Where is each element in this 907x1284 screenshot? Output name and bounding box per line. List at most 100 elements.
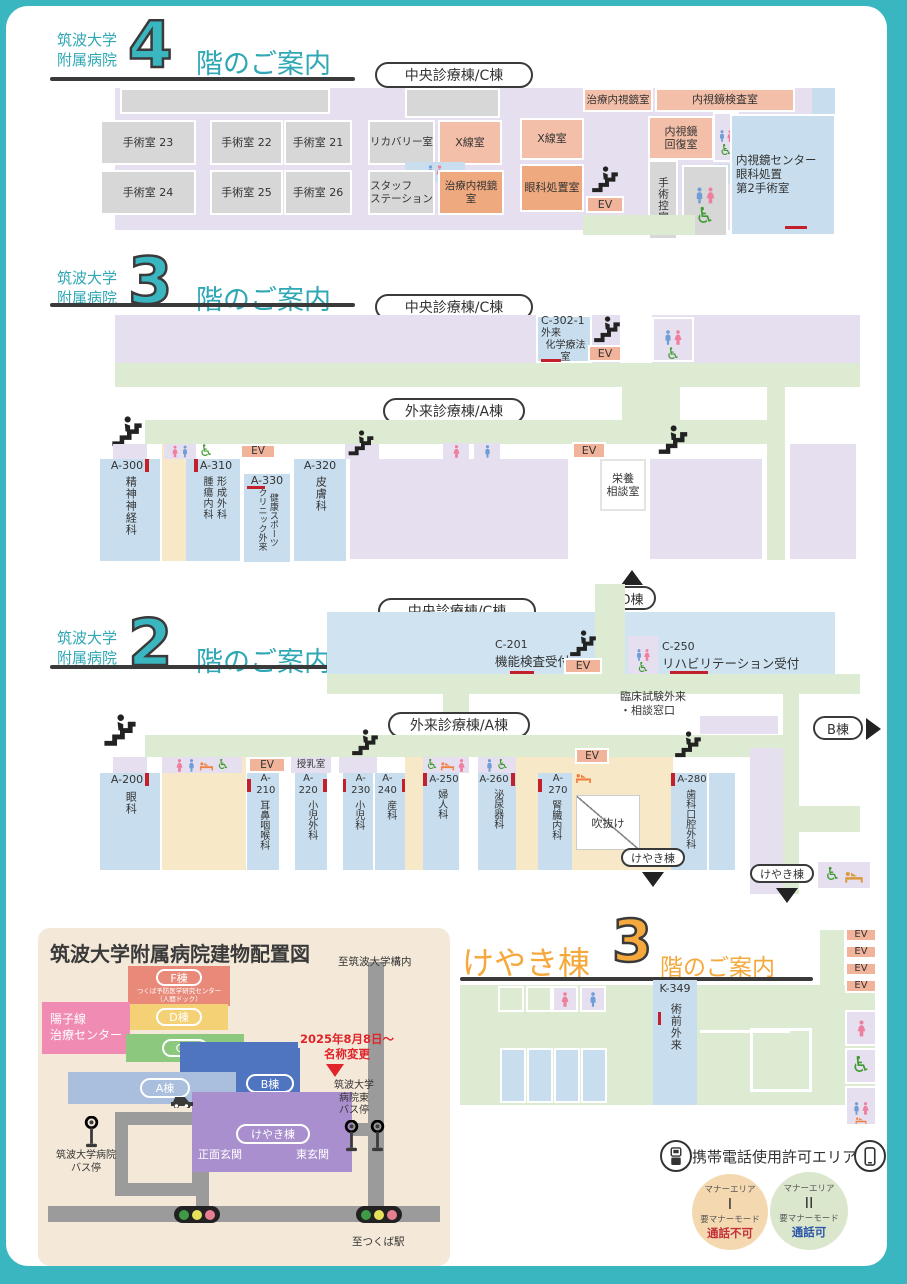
corridor-green-connector-f3 — [622, 387, 680, 420]
male-icon — [718, 130, 726, 142]
stairs-icon — [673, 731, 703, 759]
floor3-title-underline — [50, 303, 355, 307]
arrow-down-icon — [776, 888, 798, 903]
room-code-row: A-220 — [295, 773, 327, 797]
hospital-name-f3: 筑波大学 附属病院 — [57, 269, 118, 308]
corridor-beige-f3 — [162, 444, 186, 561]
corridor-green-f4 — [583, 215, 695, 235]
elevator-k3-4: EV — [845, 979, 877, 993]
room-block — [700, 716, 778, 734]
room-code: C-201 — [495, 638, 528, 651]
building-label-d: D棟 — [156, 1008, 202, 1026]
traffic-light-icon — [356, 1206, 402, 1223]
rename-date: 2025年8月8日～ — [300, 1032, 395, 1046]
room-endoscopy-center: 内視鏡センター 眼科処置 第2手術室 — [730, 114, 836, 236]
room-code-row: A-310 — [193, 459, 232, 473]
room-name: 産科 — [384, 800, 396, 820]
room-xray-2: X線室 — [520, 118, 584, 160]
female-icon — [643, 649, 651, 661]
room-treat-endoscopy-top: 治療内視鏡室 — [583, 88, 653, 112]
keyaki3-number: 3 — [611, 907, 654, 975]
floor2-title-suffix: 階のご案内 — [196, 647, 331, 678]
elevator-f3-a: EV — [240, 444, 276, 459]
room-name: 術前外来 — [669, 1003, 683, 1052]
room-code: A-210 — [256, 773, 276, 796]
manner-area-2: マナーエリア II 要マナーモード 通話可 — [770, 1172, 848, 1250]
manner-area-label: マナーエリア — [783, 1184, 835, 1194]
room-block — [405, 88, 500, 118]
female-icon — [175, 759, 184, 772]
restroom-icons — [852, 1088, 870, 1115]
bus-stop-icon — [370, 1120, 385, 1152]
keyaki3-title-underline — [460, 977, 813, 981]
floor4-title-suffix: 階のご案内 — [196, 49, 331, 80]
clinical-trial-label: 臨床試験外来 ・相談窓口 — [620, 690, 686, 717]
hospital-name-f4: 筑波大学 附属病院 — [57, 31, 118, 70]
room-name-col: 腫瘍内科 — [201, 476, 212, 521]
corridor-green-right-f2 — [783, 694, 799, 894]
room-code-row: A-260 — [479, 773, 515, 786]
corridor-beige-f2 — [162, 757, 246, 870]
room-code-row: A-300 — [111, 459, 150, 473]
phone-legend-title: 携帯電話使用許可エリア — [692, 1148, 858, 1166]
restroom-accessible-k3: ♿ — [845, 1048, 877, 1084]
highlight-mark — [193, 459, 198, 473]
room-code: A-280 — [677, 773, 707, 785]
highlight-mark — [423, 773, 428, 786]
room-block — [500, 1048, 526, 1103]
room-code-row: A-250 — [423, 773, 459, 786]
wing-label-keyaki-1: けやき棟 — [621, 848, 685, 867]
campus-map-card: 筑波大学附属病院建物配置図 至筑波大学構内 至つくば駅 F棟 つくば予防医学研究… — [38, 928, 450, 1266]
traffic-light-icon — [174, 1206, 220, 1223]
road-horizontal — [48, 1206, 440, 1222]
car-icon — [170, 1094, 194, 1108]
room-code: A-270 — [548, 773, 568, 796]
bus-stop-east-label: 筑波大学 病院東 バス停 — [334, 1080, 374, 1116]
stairs-icon — [590, 166, 620, 194]
room-name-col: 健康スポーツ — [267, 492, 278, 547]
wheelchair-icon: ♿ — [719, 141, 733, 160]
room-name: 眼科 — [124, 791, 138, 816]
manner-area-mode: 要マナーモード — [700, 1215, 760, 1225]
room-label: 手術控室 — [657, 177, 670, 223]
wing-label-central-f4: 中央診療棟/C棟 — [375, 62, 533, 88]
bus-stop-west-label: 筑波大学病院 バス停 — [56, 1150, 116, 1174]
corridor-f3-c — [115, 315, 860, 363]
room-name: リハビリテーション受付 — [662, 656, 800, 671]
room-code-row: A-270 — [538, 773, 572, 797]
atrium-label: 吹抜け — [591, 816, 625, 830]
restroom-f3-c: ♿ — [652, 317, 694, 362]
arrow-down-icon — [642, 872, 664, 887]
elevator-f2-a2: EV — [575, 748, 609, 764]
manner-area-call: 通話不可 — [707, 1226, 753, 1240]
arrow-down-red-icon — [326, 1064, 344, 1077]
room-staff-station: スタッフ ステーション — [368, 170, 435, 215]
room-code: A-260 — [479, 773, 509, 785]
building-f-note: つくば予防医学研究センター （人間ドック） — [136, 987, 222, 1004]
corridor-gap — [620, 315, 652, 363]
room-name: 外来 — [541, 327, 561, 339]
corridor-green-f2a — [145, 735, 785, 757]
bed-icon — [575, 770, 592, 784]
arrow-up-icon — [621, 570, 643, 585]
bus-stop-icon — [344, 1120, 359, 1152]
room-or23: 手術室 23 — [100, 120, 196, 165]
room-a300: A-300 精神神経科 — [100, 459, 160, 561]
elevator-f2-a1: EV — [248, 757, 286, 773]
highlight-mark — [785, 226, 807, 229]
room-code: A-200 — [110, 773, 144, 786]
elevator-f3-c: EV — [588, 345, 622, 362]
bed-icon — [199, 759, 214, 771]
building-label-proton: 陽子線 治療センター — [49, 1012, 122, 1042]
room-name: 小児外科 — [305, 800, 317, 840]
room-endoscopy-exam: 内視鏡検査室 — [655, 88, 795, 112]
highlight-mark — [670, 671, 708, 674]
highlight-mark — [145, 773, 150, 787]
room-block — [790, 444, 856, 559]
restroom-f3-a — [164, 444, 196, 459]
room-a270: A-270 腎臓内科 — [538, 773, 572, 870]
female-icon — [705, 187, 716, 204]
room-name: クリニック外来 健康スポーツ — [256, 488, 278, 551]
highlight-mark — [247, 486, 265, 489]
